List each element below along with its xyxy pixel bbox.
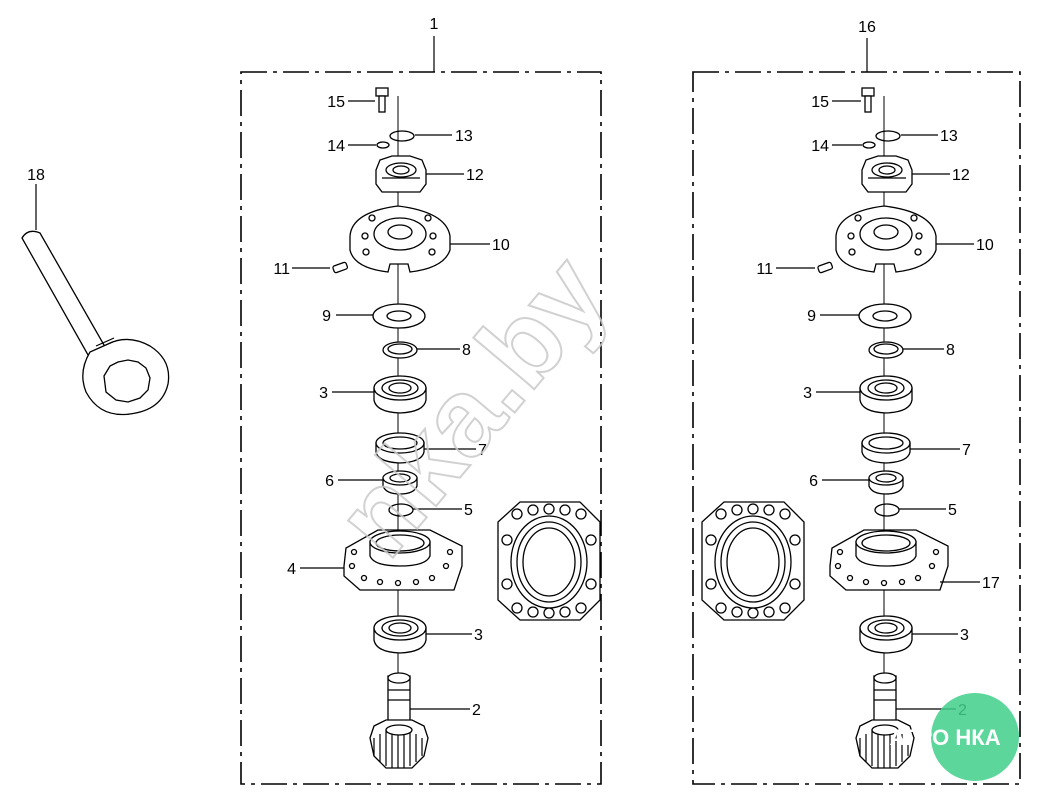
bearing-icon <box>373 615 427 654</box>
part-label: 8 <box>462 342 471 359</box>
part-label: 12 <box>952 167 970 184</box>
part-label: 3 <box>474 627 483 644</box>
assembly-left: 15 14 13 12 10 <box>273 87 601 769</box>
part-label: 14 <box>327 138 345 155</box>
part-label: 15 <box>811 94 829 111</box>
bearing-housing-icon <box>829 529 949 591</box>
bearing-icon <box>373 375 427 414</box>
part-label: 11 <box>756 261 773 278</box>
shim-disc-icon <box>858 303 912 329</box>
gear-shaft-icon <box>369 672 429 769</box>
part-label: 11 <box>273 261 290 278</box>
spacer-ring-icon <box>382 470 418 495</box>
part-label: 10 <box>976 237 994 254</box>
wrench-label: 18 <box>27 167 45 184</box>
flange-hub-icon <box>349 205 451 273</box>
circlip-icon <box>875 130 901 142</box>
seal-ring-icon <box>375 432 425 464</box>
o-ring-icon <box>874 503 900 517</box>
washer-icon <box>862 141 876 149</box>
part-label: 4 <box>287 561 296 578</box>
assembly-number-left: 1 <box>430 16 439 33</box>
bolt-icon <box>861 87 875 113</box>
housing-top-view-icon <box>701 501 805 621</box>
part-label: 2 <box>472 702 481 719</box>
assembly-frame-right: 16 <box>692 19 1021 785</box>
part-label: 8 <box>946 342 955 359</box>
part-label: 3 <box>803 385 812 402</box>
snap-ring-icon <box>868 341 904 359</box>
assembly-frame-left: 1 <box>240 16 602 785</box>
logo-text: АГРО НКА <box>889 725 1000 750</box>
agro-nka-logo: АГРО НКА <box>889 693 1019 781</box>
part-label: 14 <box>811 138 829 155</box>
housing-top-view-icon <box>497 501 601 621</box>
part-label: 3 <box>960 627 969 644</box>
part-label: 10 <box>492 237 510 254</box>
washer-icon <box>376 141 390 149</box>
gear-shaft-icon <box>855 672 915 769</box>
part-label: 9 <box>807 308 816 325</box>
part-label: 17 <box>982 575 1000 592</box>
shim-disc-icon <box>372 303 426 329</box>
circlip-icon <box>389 130 415 142</box>
part-label: 7 <box>478 442 487 459</box>
part-label: 7 <box>962 442 971 459</box>
part-label: 13 <box>940 128 958 145</box>
part-label: 5 <box>948 502 957 519</box>
seal-ring-icon <box>861 432 911 464</box>
o-ring-icon <box>388 503 414 517</box>
wrench-drawing: 18 <box>21 167 170 416</box>
bolt-icon <box>375 87 389 113</box>
castle-nut-icon <box>375 155 427 193</box>
bearing-icon <box>859 375 913 414</box>
bearing-icon <box>859 615 913 654</box>
spacer-ring-icon <box>868 470 904 495</box>
snap-ring-icon <box>382 341 418 359</box>
part-label: 6 <box>809 473 818 490</box>
castle-nut-icon <box>861 155 913 193</box>
part-label: 3 <box>319 385 328 402</box>
part-label: 6 <box>325 473 334 490</box>
assembly-right: 15 14 13 12 10 <box>701 87 1000 769</box>
part-label: 12 <box>466 167 484 184</box>
key-icon <box>817 261 834 274</box>
key-icon <box>332 261 349 274</box>
flange-hub-icon <box>835 205 937 273</box>
part-label: 9 <box>322 308 331 325</box>
bearing-housing-icon <box>343 529 463 591</box>
part-label: 5 <box>464 502 473 519</box>
part-label: 13 <box>455 128 473 145</box>
assembly-number-right: 16 <box>858 19 876 36</box>
part-label: 15 <box>327 94 345 111</box>
